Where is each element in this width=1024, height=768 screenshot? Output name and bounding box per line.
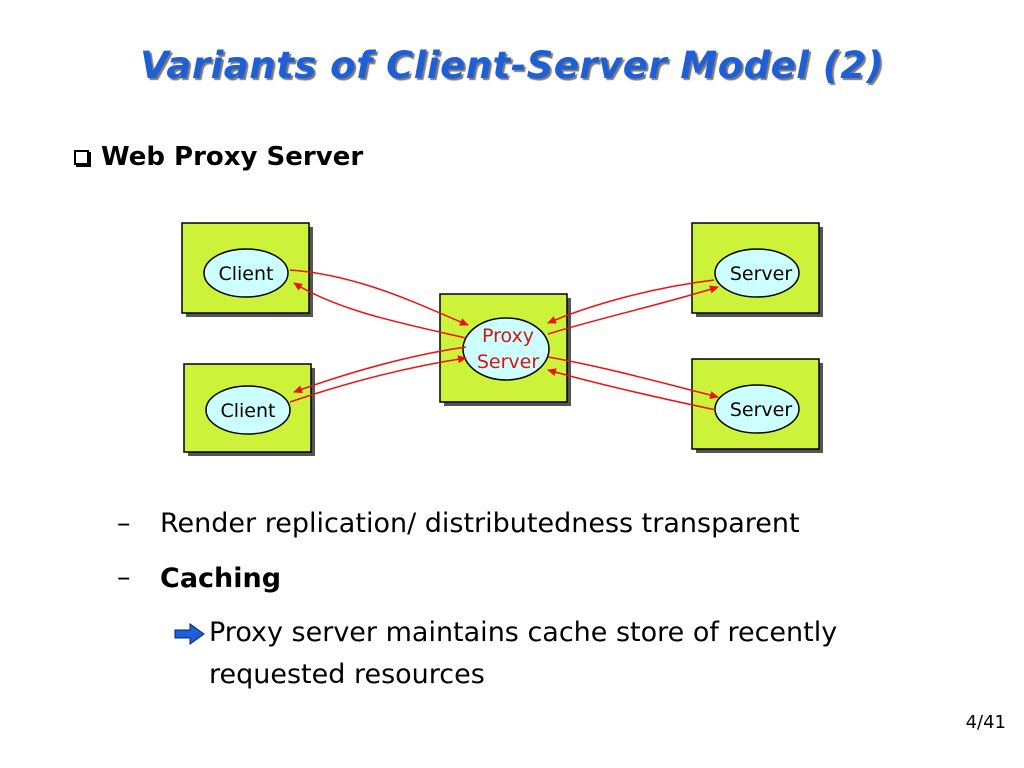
proxy-label-line1: Proxy — [482, 325, 534, 347]
client-top-ellipse — [203, 248, 289, 298]
client-top-label: Client — [218, 263, 273, 285]
slide-title: Variants of Client-Server Model (2) — [140, 44, 884, 87]
client-bottom-ellipse — [205, 385, 291, 435]
proxy-label-line2: Server — [477, 351, 539, 373]
server-bottom-ellipse — [714, 384, 800, 434]
arrow-server-bottom-to-proxy — [547, 368, 717, 411]
server-top-label: Server — [730, 263, 792, 285]
dash-2: – — [117, 562, 131, 593]
subpoint-line2: requested resources — [209, 659, 485, 690]
arrow-proxy-to-client-bottom — [293, 346, 467, 394]
proxy-ellipse — [462, 317, 550, 381]
point-replication: Render replication/ distributedness tran… — [160, 508, 800, 539]
arrow-client-bottom-to-proxy — [289, 355, 467, 403]
arrow-proxy-to-client-top — [293, 282, 467, 339]
bullet-web-proxy: Web Proxy Server — [74, 142, 363, 172]
arrow-proxy-to-server-bottom — [547, 356, 719, 399]
bullet-label: Web Proxy Server — [101, 142, 364, 172]
page-number: 4/41 — [965, 712, 1006, 733]
arrow-right-icon — [174, 623, 205, 645]
server-bottom-label: Server — [730, 399, 792, 421]
arrow-server-top-to-proxy — [547, 279, 715, 324]
arrow-client-top-to-proxy — [289, 269, 469, 326]
client-bottom-label: Client — [220, 400, 275, 422]
dash-1: – — [117, 508, 131, 539]
server-top-ellipse — [714, 248, 800, 298]
arrow-proxy-to-server-top — [547, 285, 719, 335]
subpoint-line1: Proxy server maintains cache store of re… — [209, 617, 838, 648]
point-caching: Caching — [160, 563, 282, 594]
checkbox-bullet-icon — [74, 149, 89, 165]
